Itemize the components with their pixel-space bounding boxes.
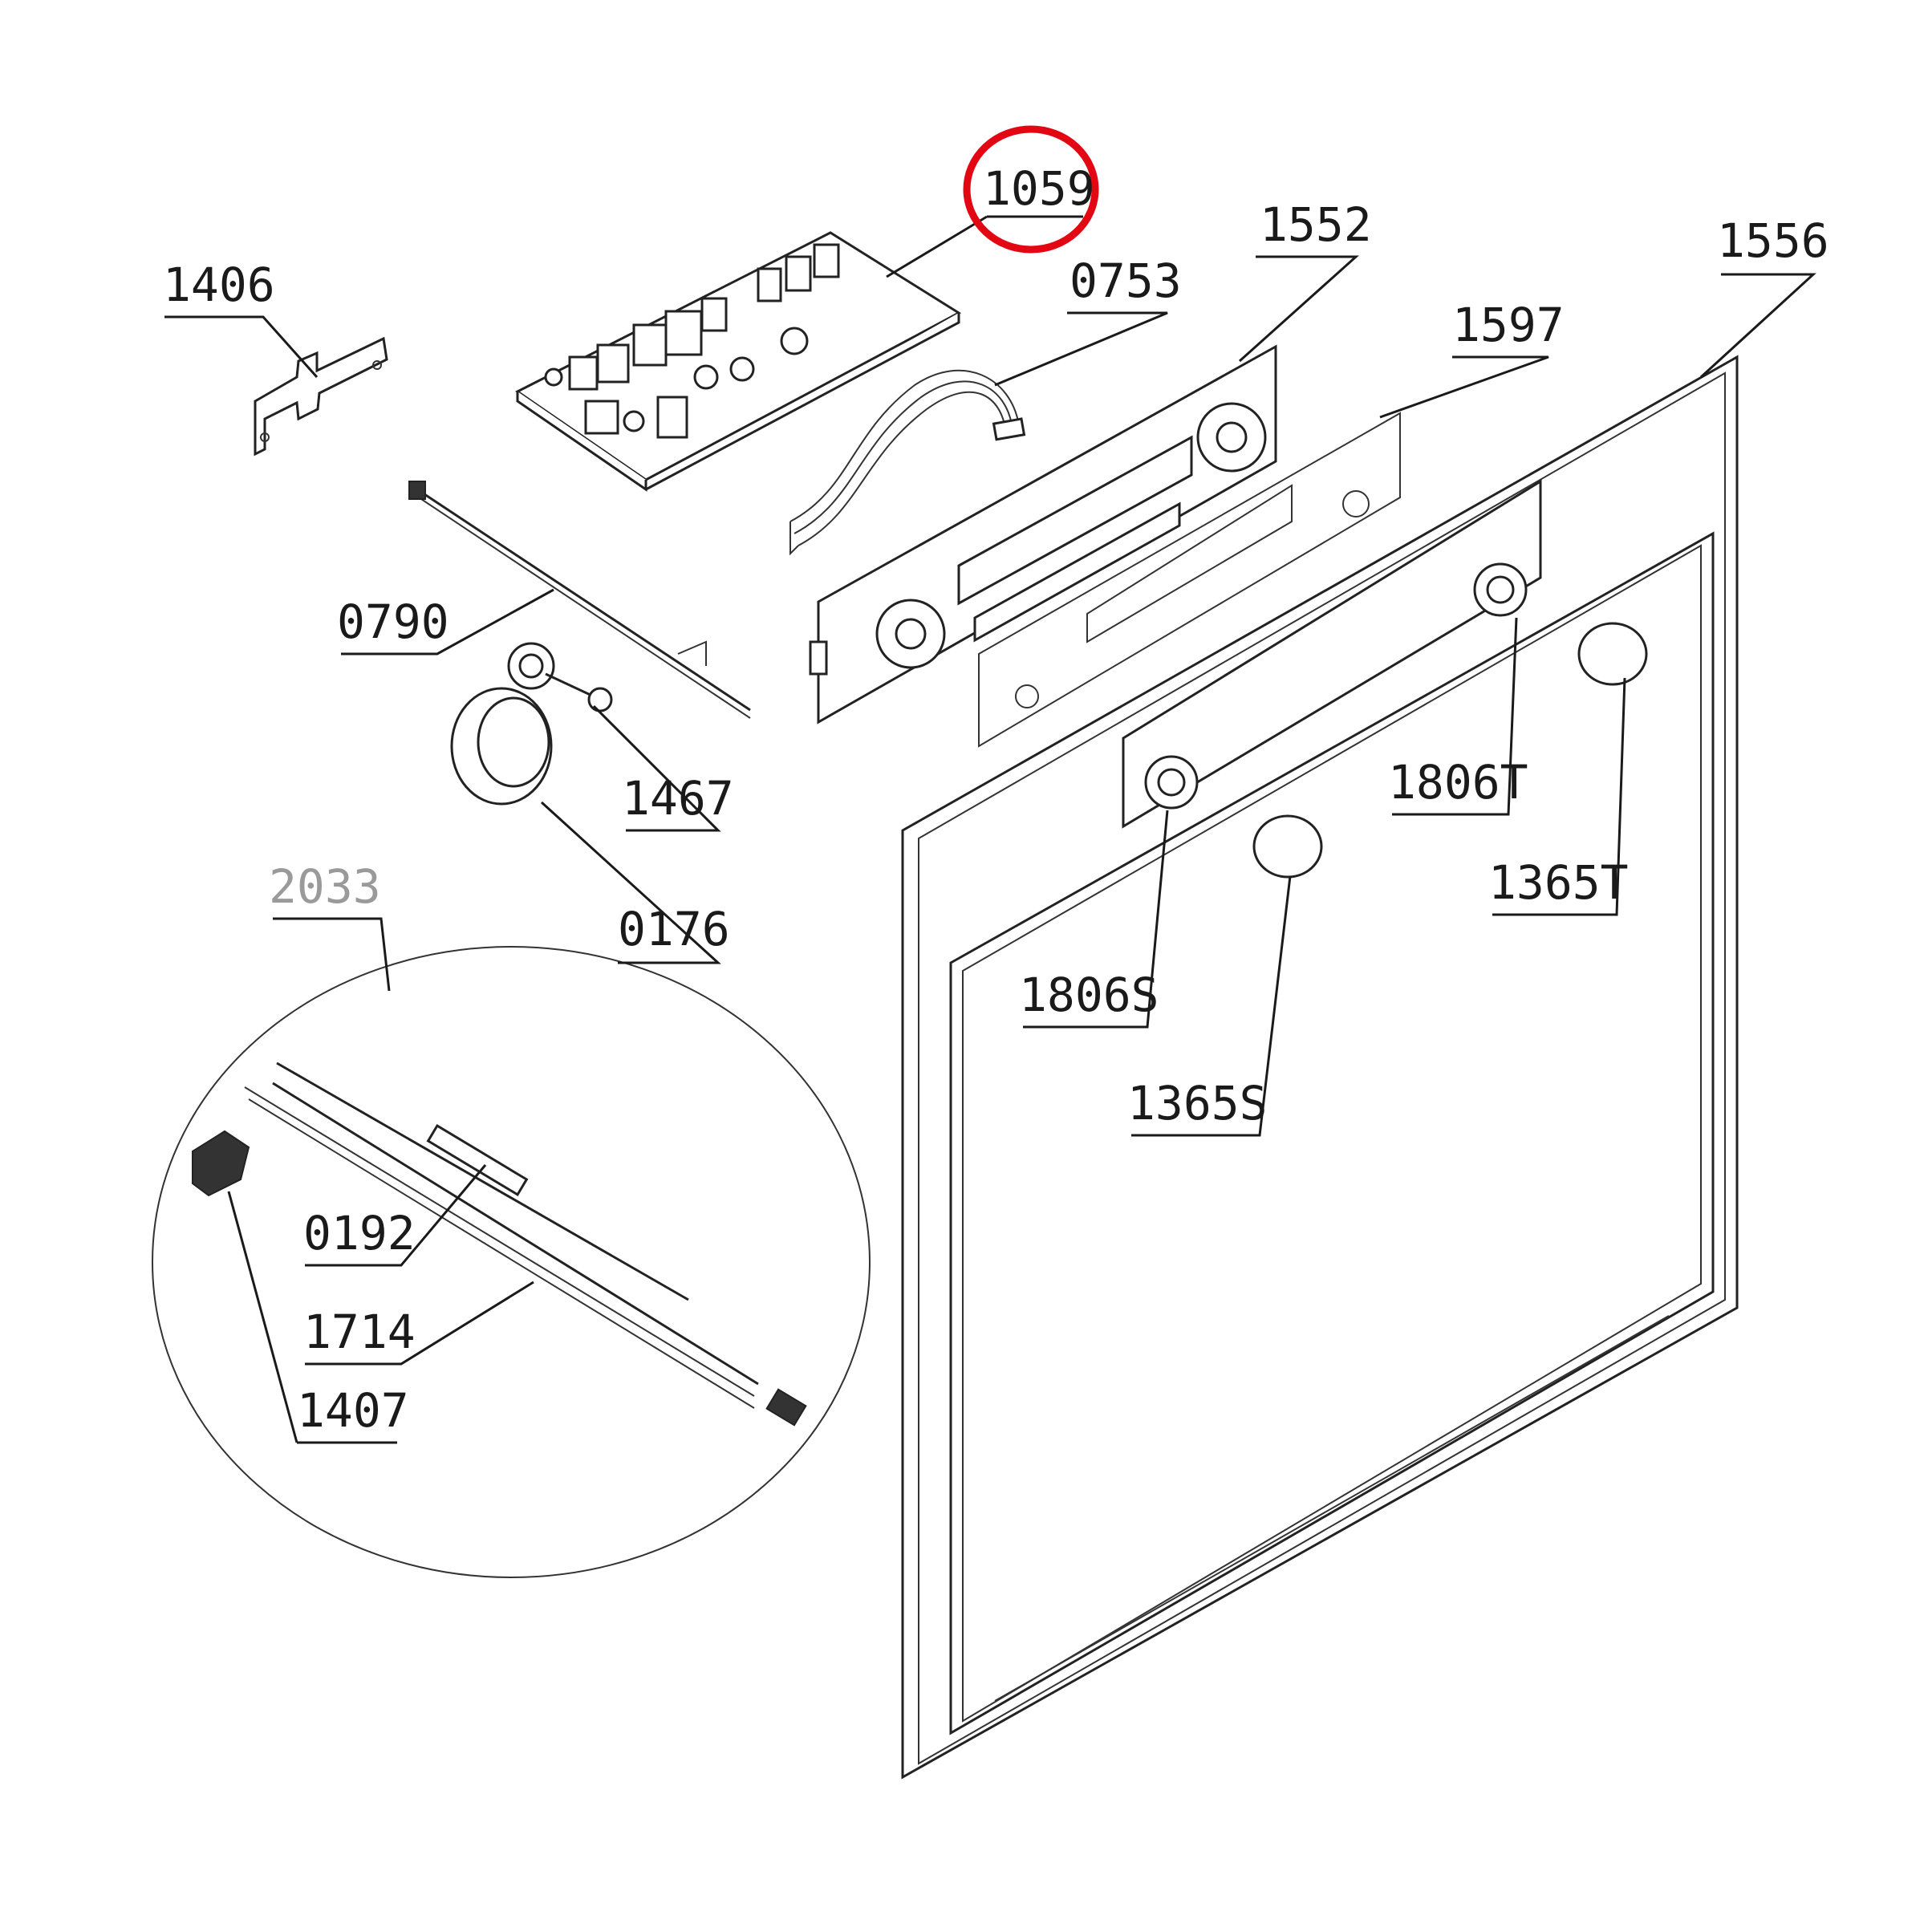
highlight-circle (963, 125, 1099, 254)
part-1406-bracket (254, 336, 388, 457)
part-1552-control-board (809, 344, 1277, 724)
part-0753-ribbon-cable (789, 369, 1026, 556)
label-1806S: 1806S (1019, 968, 1159, 1022)
label-0753: 0753 (1070, 254, 1182, 308)
part-1556-door-frame (901, 355, 1739, 1780)
part-1597-fascia-plate (978, 412, 1401, 748)
label-1714: 1714 (303, 1305, 416, 1359)
label-1365S: 1365S (1127, 1076, 1268, 1130)
label-1597: 1597 (1452, 298, 1565, 352)
label-1059: 1059 (983, 161, 1095, 216)
label-1556: 1556 (1717, 213, 1829, 268)
label-1407: 1407 (297, 1383, 409, 1438)
label-0790: 0790 (337, 595, 449, 649)
label-1806T: 1806T (1388, 755, 1528, 810)
part-0790-probe-rod (408, 481, 751, 719)
label-1552: 1552 (1260, 197, 1372, 252)
leader-lines (164, 215, 1816, 1444)
part-1059-circuit-board (515, 231, 961, 492)
label-1365T: 1365T (1488, 855, 1629, 910)
label-1467: 1467 (622, 771, 734, 826)
part-0176-ring (450, 687, 553, 806)
label-0192: 0192 (303, 1206, 416, 1260)
label-1406: 1406 (163, 258, 275, 312)
label-2033: 2033 (269, 859, 381, 914)
label-0176: 0176 (618, 902, 730, 956)
assembly-2033-detail (152, 946, 871, 1578)
